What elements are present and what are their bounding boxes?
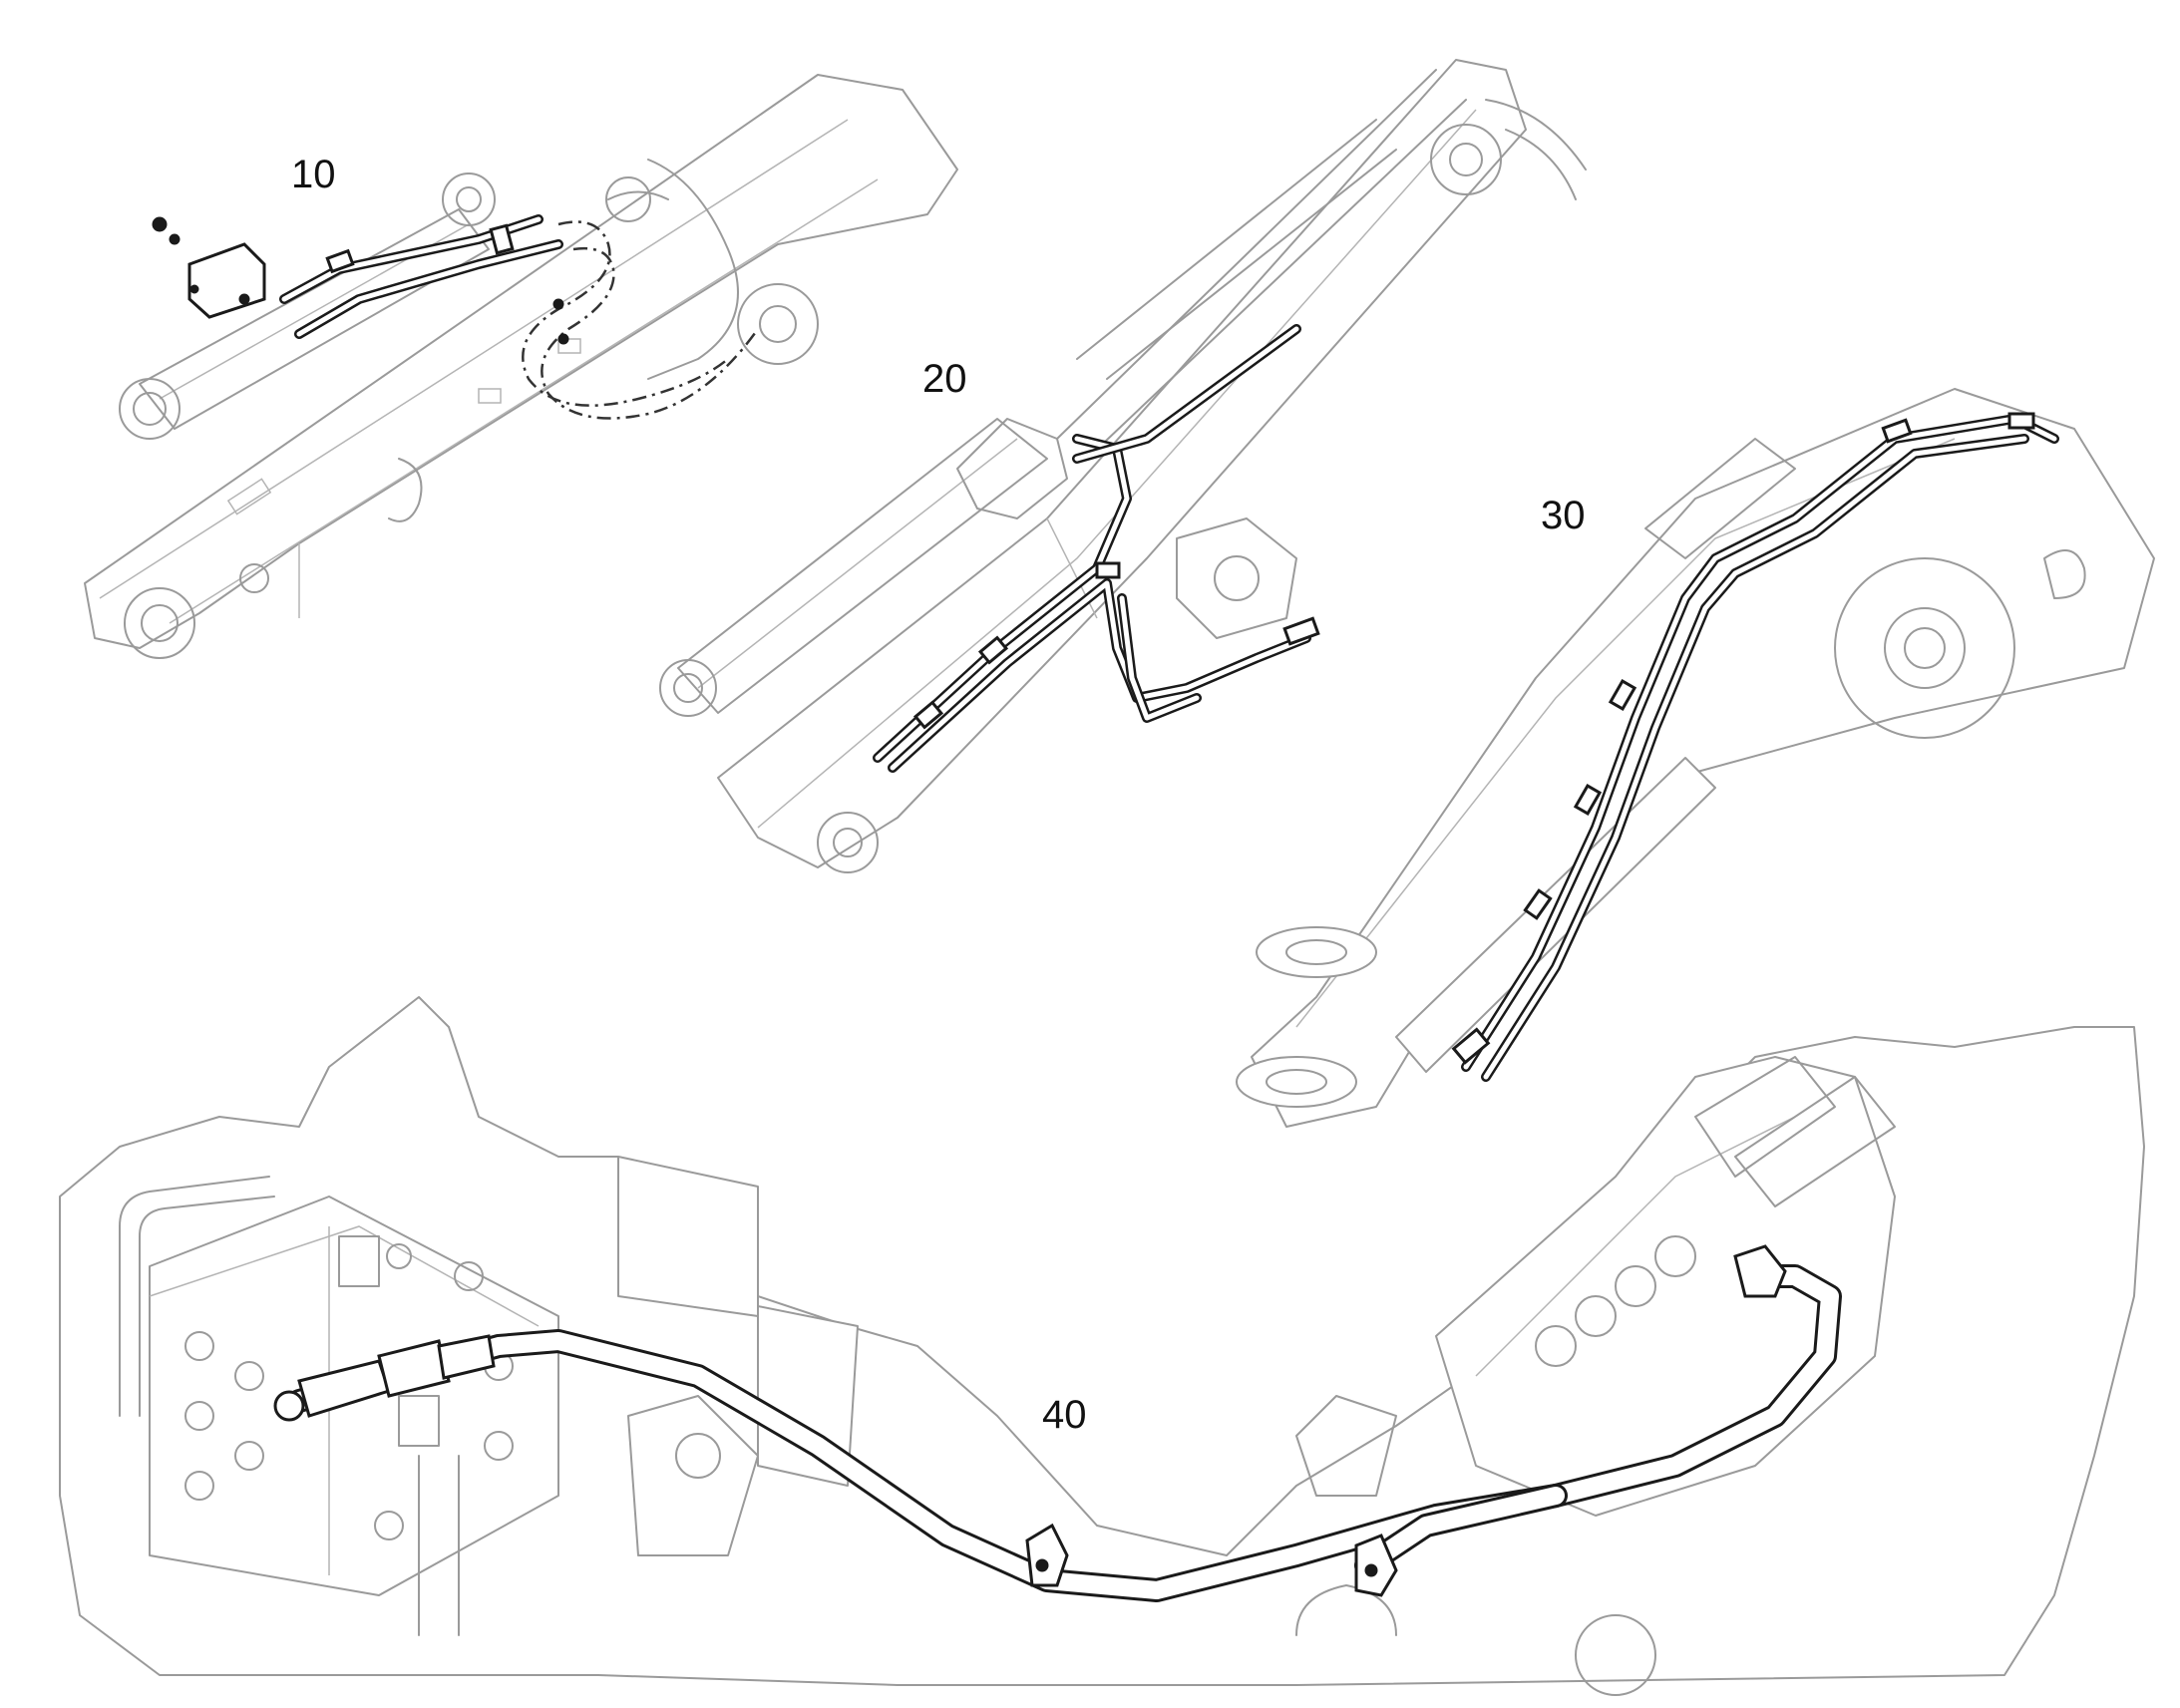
- callout-10: 10: [291, 153, 336, 196]
- hose-elbow-left: [273, 1390, 305, 1422]
- view-40-upper-structure: [59, 996, 2145, 1696]
- hose-end-fitting-right: [1733, 1244, 1787, 1298]
- view-10-boom-assembly: [84, 74, 958, 659]
- view-20-arm-assembly: [659, 59, 1587, 873]
- handrail: [119, 1176, 270, 1417]
- lug-upper: [1256, 926, 1377, 978]
- view-10-hidden-route: [522, 220, 729, 407]
- callout-40: 40: [1042, 1393, 1087, 1437]
- arm-end-body: [1251, 388, 2155, 1128]
- hose-clamp-1: [1025, 1523, 1069, 1587]
- view-30-arm-end-assembly: [1236, 388, 2155, 1128]
- valve-block: [187, 242, 266, 319]
- callout-30: 30: [1541, 494, 1586, 537]
- callout-20: 20: [922, 357, 967, 401]
- hose-clamp-2: [1354, 1534, 1398, 1597]
- boom-body: [84, 74, 958, 649]
- arm-cylinder: [677, 418, 1048, 714]
- lug-lower: [1236, 1056, 1357, 1108]
